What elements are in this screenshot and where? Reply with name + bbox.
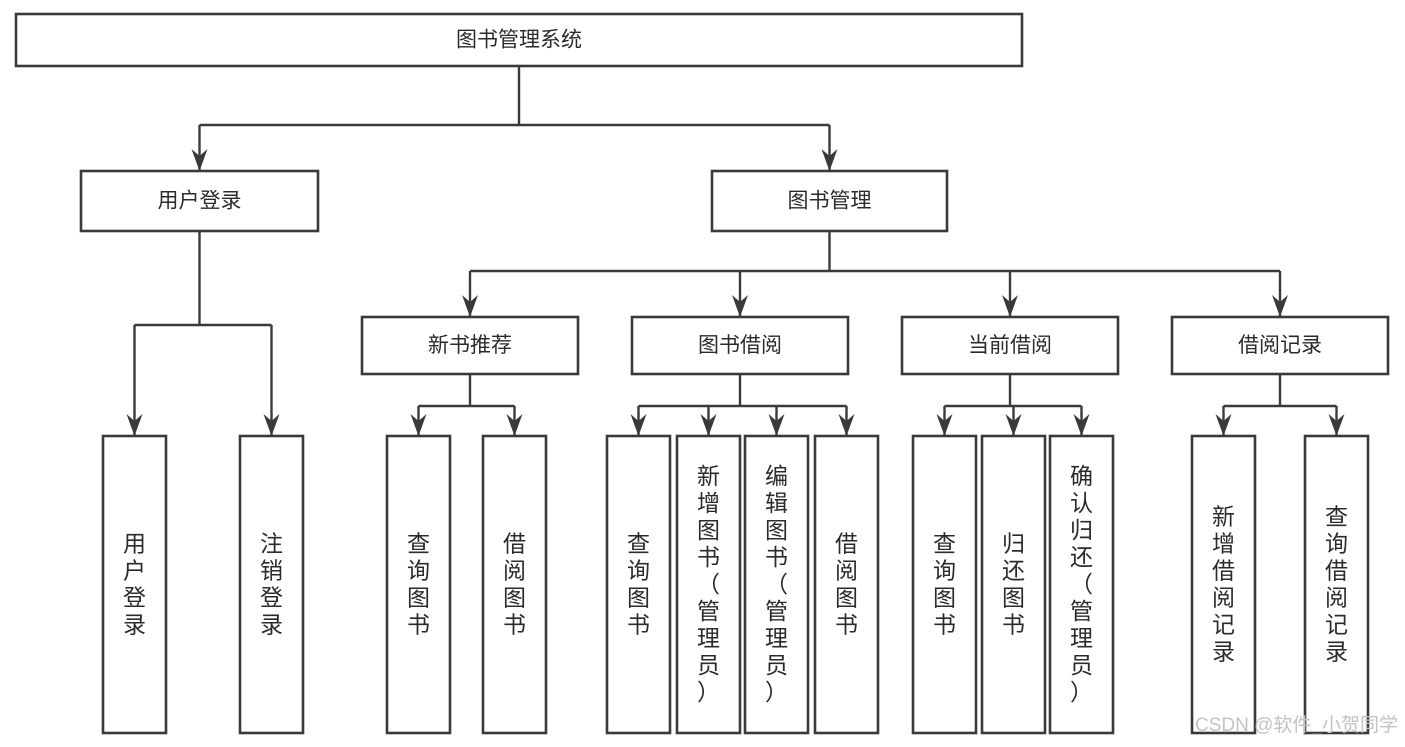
level4-node-leaf-add-record-box bbox=[1190, 434, 1257, 735]
edge-arrowhead bbox=[1073, 414, 1090, 436]
level2-node-user-login-box bbox=[79, 169, 320, 233]
root-node-book-management-system[interactable]: 图书管理系统 bbox=[14, 12, 1024, 68]
level3-node-current-borrow[interactable]: 当前借阅 bbox=[900, 315, 1120, 376]
level4-node-leaf-query-book-1-box bbox=[385, 434, 452, 735]
level4-node-leaf-query-book-3-label: 查询图书 bbox=[933, 531, 956, 638]
edge-arrowhead bbox=[263, 414, 280, 436]
edge-arrowhead bbox=[732, 295, 748, 317]
level4-node-leaf-query-book-2-label: 查询图书 bbox=[627, 531, 650, 638]
root-node-book-management-system-label: 图书管理系统 bbox=[456, 29, 582, 52]
edge-group bbox=[1215, 374, 1345, 436]
level4-node-leaf-query-record-box bbox=[1303, 434, 1370, 735]
edge-arrowhead bbox=[410, 414, 427, 436]
level4-node-leaf-user-login[interactable]: 用户登录 bbox=[101, 434, 168, 735]
level4-node-leaf-borrow-book-2-box bbox=[813, 434, 880, 735]
level4-node-leaf-query-book-3[interactable]: 查询图书 bbox=[911, 434, 978, 735]
level4-node-leaf-borrow-book-1-box bbox=[481, 434, 548, 735]
level3-node-borrow-record-label: 借阅记录 bbox=[1238, 334, 1322, 357]
level4-node-leaf-borrow-book-2[interactable]: 借阅图书 bbox=[813, 434, 880, 735]
edge-group bbox=[410, 374, 523, 436]
edge-group bbox=[936, 374, 1090, 436]
level4-node-leaf-query-book-2[interactable]: 查询图书 bbox=[605, 434, 672, 735]
csdn-watermark: CSDN @软件_小贺同学 bbox=[1195, 714, 1398, 736]
level4-node-leaf-query-book-3-box bbox=[911, 434, 978, 735]
edge-arrowhead bbox=[191, 149, 208, 171]
root-node-book-management-system-box bbox=[14, 12, 1024, 68]
level4-node-leaf-query-book-1[interactable]: 查询图书 bbox=[385, 434, 452, 735]
level4-node-leaf-borrow-book-2-label: 借阅图书 bbox=[835, 531, 858, 638]
level4-node-leaf-borrow-book-1[interactable]: 借阅图书 bbox=[481, 434, 548, 735]
edge-group bbox=[630, 374, 855, 436]
level4-node-leaf-user-logout-box bbox=[238, 434, 305, 735]
edge-arrowhead bbox=[936, 414, 953, 436]
level4-node-leaf-confirm-return[interactable]: 确认归还（管理员） bbox=[1048, 434, 1115, 735]
level4-node-leaf-confirm-return-label: 确认归还（管理员） bbox=[1070, 463, 1093, 705]
level4-node-leaf-user-login-box bbox=[101, 434, 168, 735]
level2-node-user-login[interactable]: 用户登录 bbox=[79, 169, 320, 233]
level4-node-leaf-edit-book[interactable]: 编辑图书（管理员） bbox=[743, 434, 810, 735]
level3-node-borrow-record-box bbox=[1170, 315, 1390, 376]
level4-node-leaf-add-record-label: 新增借阅记录 bbox=[1212, 504, 1235, 665]
level4-node-leaf-add-book[interactable]: 新增图书（管理员） bbox=[675, 434, 742, 735]
nodes-layer: 图书管理系统用户登录图书管理新书推荐图书借阅当前借阅借阅记录用户登录注销登录查询… bbox=[14, 12, 1390, 735]
edge-arrowhead bbox=[126, 414, 143, 436]
level2-node-book-manage-label: 图书管理 bbox=[788, 190, 872, 213]
level3-node-new-book-rec[interactable]: 新书推荐 bbox=[360, 315, 580, 376]
level4-node-leaf-edit-book-box bbox=[743, 434, 810, 735]
edge-group bbox=[126, 231, 280, 436]
edge-arrowhead bbox=[1005, 414, 1022, 436]
edge-arrowhead bbox=[1002, 295, 1018, 317]
edge-arrowhead bbox=[506, 414, 523, 436]
level4-node-leaf-return-book-box bbox=[980, 434, 1047, 735]
edge-group bbox=[462, 231, 1288, 317]
edges-layer bbox=[126, 66, 1345, 436]
level4-node-leaf-borrow-book-1-label: 借阅图书 bbox=[503, 531, 526, 638]
level4-node-leaf-query-record[interactable]: 查询借阅记录 bbox=[1303, 434, 1370, 735]
edge-arrowhead bbox=[1328, 414, 1345, 436]
level3-node-new-book-rec-label: 新书推荐 bbox=[428, 334, 512, 357]
level4-node-leaf-query-book-1-label: 查询图书 bbox=[407, 531, 430, 638]
edge-arrowhead bbox=[630, 414, 647, 436]
level2-node-user-login-label: 用户登录 bbox=[158, 190, 242, 213]
level4-node-leaf-user-logout[interactable]: 注销登录 bbox=[238, 434, 305, 735]
edge-arrowhead bbox=[1272, 295, 1288, 317]
edge-arrowhead bbox=[821, 149, 838, 171]
level4-node-leaf-return-book-label: 归还图书 bbox=[1002, 531, 1025, 638]
edge-arrowhead bbox=[462, 295, 478, 317]
level4-node-leaf-return-book[interactable]: 归还图书 bbox=[980, 434, 1047, 735]
level3-node-current-borrow-label: 当前借阅 bbox=[968, 334, 1052, 357]
edge-group bbox=[191, 66, 838, 171]
edge-arrowhead bbox=[838, 414, 855, 436]
edge-arrowhead bbox=[768, 414, 785, 436]
level3-node-book-borrow-label: 图书借阅 bbox=[698, 334, 782, 357]
level4-node-leaf-edit-book-label: 编辑图书（管理员） bbox=[765, 463, 788, 705]
level4-node-leaf-confirm-return-box bbox=[1048, 434, 1115, 735]
level3-node-book-borrow[interactable]: 图书借阅 bbox=[630, 315, 850, 376]
level4-node-leaf-query-record-label: 查询借阅记录 bbox=[1325, 504, 1348, 665]
level3-node-new-book-rec-box bbox=[360, 315, 580, 376]
level4-node-leaf-add-book-label: 新增图书（管理员） bbox=[697, 463, 720, 705]
edge-arrowhead bbox=[1215, 414, 1232, 436]
level4-node-leaf-user-logout-label: 注销登录 bbox=[260, 531, 283, 638]
level2-node-book-manage[interactable]: 图书管理 bbox=[710, 169, 949, 233]
level3-node-current-borrow-box bbox=[900, 315, 1120, 376]
level4-node-leaf-query-book-2-box bbox=[605, 434, 672, 735]
level2-node-book-manage-box bbox=[710, 169, 949, 233]
level3-node-book-borrow-box bbox=[630, 315, 850, 376]
level4-node-leaf-add-record[interactable]: 新增借阅记录 bbox=[1190, 434, 1257, 735]
level4-node-leaf-add-book-box bbox=[675, 434, 742, 735]
level4-node-leaf-user-login-label: 用户登录 bbox=[123, 531, 146, 638]
level3-node-borrow-record[interactable]: 借阅记录 bbox=[1170, 315, 1390, 376]
edge-arrowhead bbox=[700, 414, 717, 436]
